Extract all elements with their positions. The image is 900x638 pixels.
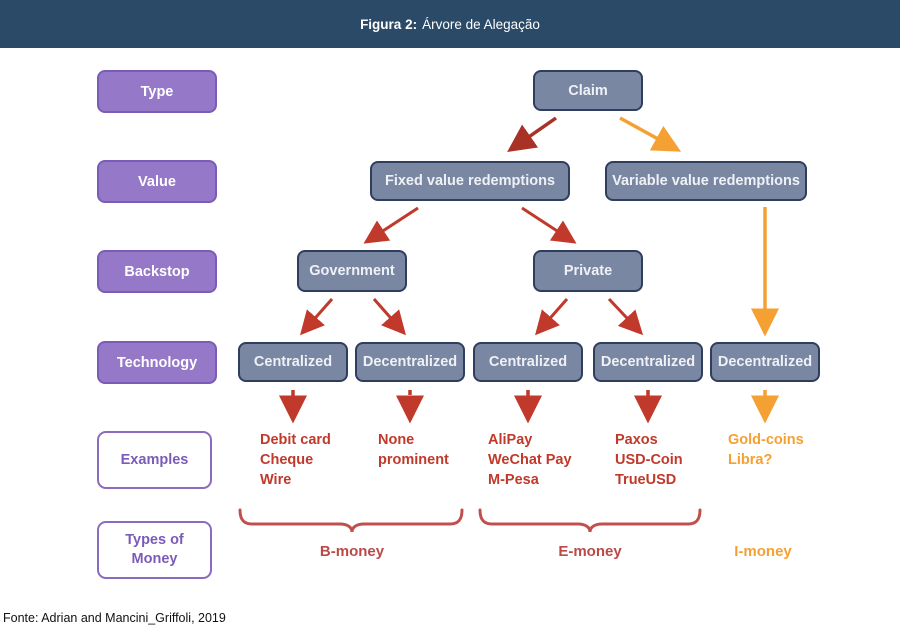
- arrow-claim-to-variable: [619, 116, 682, 152]
- examples-paxos: Paxos USD-Coin TrueUSD: [615, 430, 683, 490]
- node-decentralized-private: Decentralized: [593, 342, 703, 382]
- arrow-government-to-decentralized: [372, 298, 406, 336]
- examples-alipay: AliPay WeChat Pay M-Pesa: [488, 430, 572, 490]
- arrow-government-to-centralized: [300, 298, 334, 336]
- category-examples-label: Examples: [120, 451, 189, 468]
- arrow-private-to-centralized: [535, 298, 569, 336]
- category-value-label: Value: [138, 173, 176, 190]
- arrow-fixed-to-private: [521, 206, 577, 244]
- example-line: None: [378, 432, 415, 448]
- example-line: prominent: [378, 452, 449, 468]
- examples-gold-coins: Gold-coins Libra?: [728, 430, 804, 470]
- arrow-fixed-to-government: [363, 206, 419, 244]
- category-examples: Examples: [97, 431, 212, 489]
- figure-title-bar: Figura 2: Árvore de Alegação: [0, 0, 900, 48]
- node-decentralized-priv-label: Decentralized: [600, 354, 696, 370]
- examples-debit-card: Debit card Cheque Wire: [260, 430, 331, 490]
- source-note: Fonte: Adrian and Mancini_Griffoli, 2019: [3, 611, 226, 625]
- node-centralized-private: Centralized: [473, 342, 583, 382]
- category-technology: Technology: [97, 341, 217, 384]
- example-line: Gold-coins: [728, 432, 804, 448]
- brace-b-money: [238, 508, 464, 533]
- label-i-money: I-money: [734, 543, 792, 560]
- example-line: Debit card: [260, 432, 331, 448]
- node-decentralized-variable: Decentralized: [710, 342, 820, 382]
- arrow-private-to-decentralized: [607, 297, 644, 336]
- label-e-money: E-money: [558, 543, 622, 560]
- example-line: Libra?: [728, 452, 773, 468]
- node-variable-label: Variable value redemptions: [612, 173, 800, 189]
- example-line: M-Pesa: [488, 472, 539, 488]
- category-types-of-money: Types of Money: [97, 521, 212, 579]
- node-claim-label: Claim: [568, 82, 608, 99]
- node-decentralized-gov-label: Decentralized: [362, 354, 458, 370]
- node-claim: Claim: [533, 70, 643, 111]
- example-line: Paxos: [615, 432, 658, 448]
- node-private-label: Private: [563, 263, 613, 279]
- example-line: USD-Coin: [615, 452, 683, 468]
- node-decentralized-var-label: Decentralized: [717, 354, 813, 370]
- node-fixed-value-redemptions: Fixed value redemptions: [370, 161, 570, 201]
- node-centralized-gov-label: Centralized: [253, 354, 333, 370]
- brace-e-money: [478, 508, 702, 533]
- node-variable-value-redemptions: Variable value redemptions: [605, 161, 807, 201]
- category-technology-label: Technology: [116, 354, 198, 371]
- example-line: Cheque: [260, 452, 314, 468]
- category-backstop-label: Backstop: [124, 263, 190, 280]
- node-private: Private: [533, 250, 643, 292]
- arrow-claim-to-fixed: [507, 116, 557, 152]
- node-decentralized-government: Decentralized: [355, 342, 465, 382]
- category-type-label: Type: [140, 83, 174, 100]
- category-backstop: Backstop: [97, 250, 217, 293]
- category-types-of-money-label: Types of Money: [125, 532, 184, 567]
- node-centralized-government: Centralized: [238, 342, 348, 382]
- category-value: Value: [97, 160, 217, 203]
- node-centralized-priv-label: Centralized: [488, 354, 568, 370]
- figure-title-prefix: Figura 2:: [360, 16, 418, 32]
- example-line: Wire: [260, 472, 292, 488]
- node-fixed-label: Fixed value redemptions: [384, 173, 556, 189]
- category-type: Type: [97, 70, 217, 113]
- example-line: TrueUSD: [615, 472, 677, 488]
- node-government-label: Government: [309, 263, 395, 279]
- figure-title-text: Árvore de Alegação: [422, 16, 540, 32]
- example-line: WeChat Pay: [488, 452, 572, 468]
- node-government: Government: [297, 250, 407, 292]
- example-line: AliPay: [488, 432, 533, 448]
- label-b-money: B-money: [319, 543, 385, 560]
- examples-none-prominent: None prominent: [378, 430, 449, 470]
